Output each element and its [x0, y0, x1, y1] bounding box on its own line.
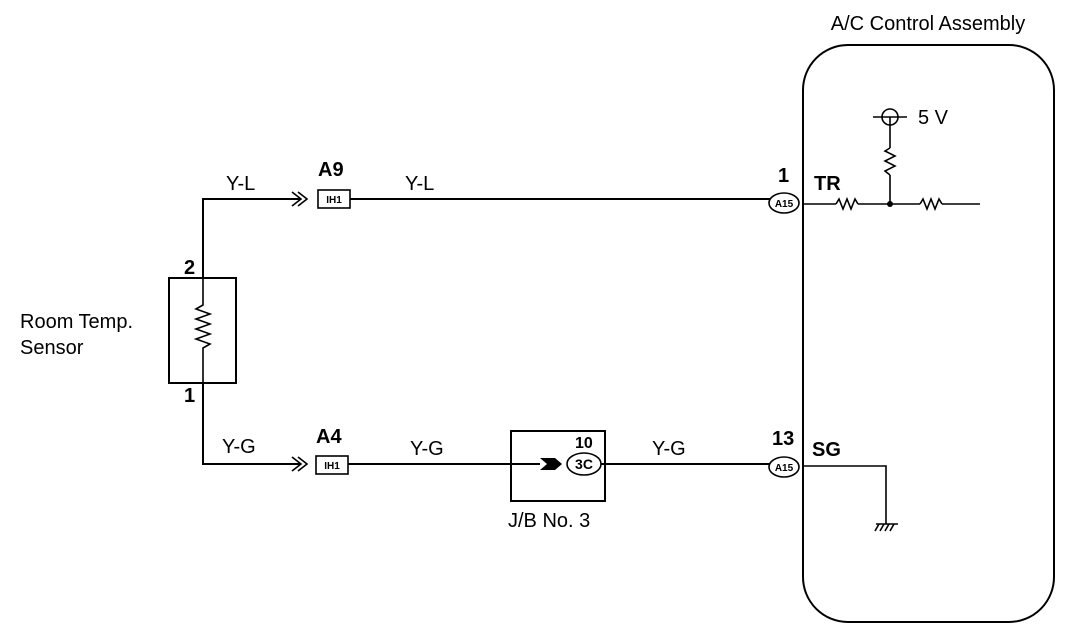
terminal-sg: SG [812, 439, 841, 461]
ecu-connector-tr-code: A15 [775, 199, 794, 210]
tr-resistor-1 [835, 196, 859, 212]
ecu-connector-tr [768, 192, 800, 214]
ground-icon [874, 523, 898, 532]
sg-ground-line [803, 465, 887, 524]
connector-a4-code: IH1 [324, 461, 340, 472]
junction-block-box [510, 430, 606, 502]
connector-a9-arrow [291, 191, 303, 207]
junction-block-arrow [540, 458, 562, 470]
wire-yl-left-label: Y-L [226, 173, 255, 195]
sensor-label-line1: Room Temp. [20, 311, 133, 333]
ecu-box [802, 44, 1055, 623]
wire-yg-left [202, 383, 300, 465]
wire-yg-right-label: Y-G [652, 438, 686, 460]
wire-yg-left-label: Y-G [222, 436, 256, 458]
terminal-tr: TR [814, 173, 841, 195]
sensor-pin-bottom: 1 [184, 385, 195, 407]
wire-yl-right-label: Y-L [405, 173, 434, 195]
sensor-pin-top: 2 [184, 257, 195, 279]
sensor-thermistor [193, 278, 213, 383]
ecu-connector-sg [768, 456, 800, 478]
connector-a9-arrow-2 [297, 191, 309, 207]
junction-block-pin: 10 [575, 435, 593, 452]
ecu-pin-13: 13 [772, 428, 794, 450]
connector-a9-id: A9 [318, 159, 344, 181]
sensor-label-line2: Sensor [20, 337, 84, 359]
connector-a4-arrow [291, 456, 303, 472]
junction-block-name: J/B No. 3 [508, 510, 590, 532]
wire-yl-left [202, 198, 300, 278]
ecu-pin-1: 1 [778, 165, 789, 187]
ecu-title: A/C Control Assembly [831, 13, 1026, 35]
wire-yg-mid-label: Y-G [410, 438, 444, 460]
pullup-resistor [883, 147, 897, 176]
connector-a4-id: A4 [316, 426, 342, 448]
tr-resistor-2 [919, 196, 943, 212]
supply-voltage: 5 V [918, 107, 949, 129]
connector-a9-code: IH1 [326, 195, 342, 206]
ecu-connector-sg-code: A15 [775, 463, 794, 474]
connector-a4-arrow-2 [297, 456, 309, 472]
junction-block-connector-code: 3C [575, 456, 593, 472]
